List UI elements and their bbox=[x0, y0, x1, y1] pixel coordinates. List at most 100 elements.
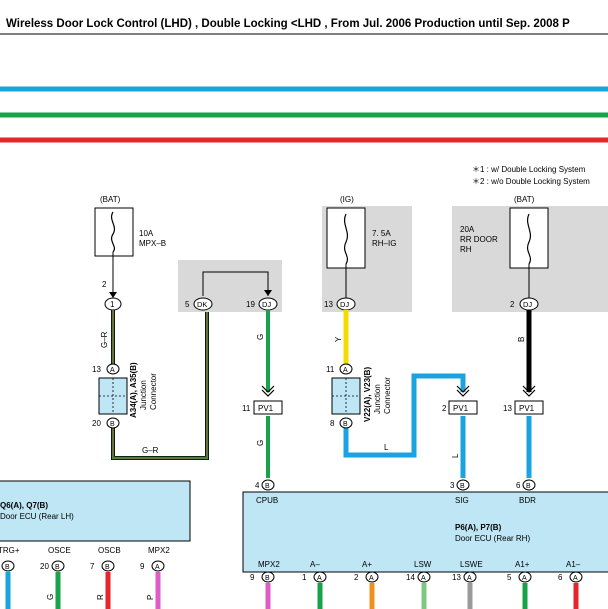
double-arrow-icon bbox=[456, 385, 470, 393]
ecu-rh-pin bbox=[569, 571, 583, 583]
wire-label-g2: G bbox=[256, 440, 265, 446]
pin-a34-bot-label: B bbox=[110, 421, 115, 428]
junction-a34-line2: Connector bbox=[149, 373, 158, 410]
ecu-rh-pin bbox=[365, 571, 379, 583]
pin-pv1c-num: 13 bbox=[503, 404, 512, 413]
ecu-lh-wire-label: G bbox=[46, 594, 55, 600]
ecu-rh-pin-label: A– bbox=[310, 560, 320, 569]
ecu-lh-pin-label: OSCE bbox=[48, 546, 71, 555]
ecu-lh-pin-letter: A bbox=[155, 564, 160, 571]
ecu-rh-pin bbox=[417, 571, 431, 583]
pin-sig bbox=[456, 479, 470, 491]
ecu-rh-id: P6(A), P7(B) bbox=[455, 523, 502, 532]
junction-v22-line2: Connector bbox=[383, 377, 392, 414]
fuse-source-1: (BAT) bbox=[100, 195, 121, 204]
pin-fuse1-out: 2 bbox=[102, 280, 107, 289]
pin-a34-top-label: A bbox=[110, 367, 115, 374]
note-no-double-locking: ＊2 : w/o Double Locking System bbox=[472, 177, 590, 186]
connector-dk-label: DK bbox=[197, 300, 207, 309]
wire-dk-dj bbox=[202, 271, 269, 296]
pv1-connector-a: 11 PV1 bbox=[242, 385, 283, 415]
ecu-rh-pin bbox=[518, 571, 532, 583]
junction-v22-id: V22(A), V23(B) bbox=[363, 367, 372, 422]
fuse-box-2 bbox=[326, 207, 366, 269]
arrow-icon bbox=[264, 290, 272, 296]
ecu-rh-pin-label: A1+ bbox=[515, 560, 530, 569]
fuse-name-3: RR DOOR bbox=[460, 235, 498, 244]
pin-dj3-num: 2 bbox=[510, 300, 515, 309]
pin-a34-top-num: 13 bbox=[92, 365, 101, 374]
ecu-rh-pin-num: 1 bbox=[302, 573, 307, 582]
pin-dj2-num: 13 bbox=[324, 300, 333, 309]
ecu-lh-pin bbox=[101, 560, 115, 572]
pin-cpub bbox=[261, 479, 275, 491]
ecu-rh-pin-label: A+ bbox=[362, 560, 372, 569]
junction-a34-line1: Junction bbox=[139, 380, 148, 410]
ecu-rh-pin-num: 9 bbox=[250, 573, 255, 582]
ecu-rh-pin-num: 14 bbox=[406, 573, 415, 582]
ecu-rh-pin-letter: A bbox=[369, 575, 374, 582]
ecu-rh-pin bbox=[261, 571, 275, 583]
ecu-lh-pin-label: OSCB bbox=[98, 546, 121, 555]
fuse-icon-2 bbox=[343, 213, 349, 265]
pin-bdr-label: B bbox=[526, 483, 531, 490]
connector-dk bbox=[193, 297, 213, 311]
note-double-locking: ＊1 : w/ Double Locking System bbox=[472, 165, 586, 174]
pin-cpub-num: 4 bbox=[255, 481, 260, 490]
fuse-name-3b: RH bbox=[460, 245, 472, 254]
pv1-box-b bbox=[448, 400, 478, 415]
double-arrow-icon bbox=[456, 389, 470, 397]
ecu-rh-pin-label: LSW bbox=[414, 560, 432, 569]
ecu-rh-pin-label: A1– bbox=[566, 560, 581, 569]
double-arrow-icon bbox=[261, 389, 275, 397]
fuse-icon-1 bbox=[110, 211, 116, 253]
fuse-rating-2: 7. 5A bbox=[372, 229, 391, 238]
connector-dj-1-label: DJ bbox=[262, 300, 271, 309]
ecu-rh-pin-num: 6 bbox=[558, 573, 563, 582]
ecu-lh-pin-label: TRG+ bbox=[0, 546, 20, 555]
wire-gr-bottom-stripe bbox=[112, 312, 208, 459]
pv1-connector-c: 13 PV1 bbox=[503, 385, 544, 415]
double-arrow-icon bbox=[261, 385, 275, 393]
wire-label-y: Y bbox=[334, 336, 343, 342]
wire-label-g1: G bbox=[256, 334, 265, 340]
fuse-source-2: (IG) bbox=[340, 195, 354, 204]
fuse-name-2: RH–IG bbox=[372, 239, 396, 248]
ecu-lh-pin-num: 7 bbox=[90, 562, 95, 571]
ecu-lh-pin-letter: B bbox=[55, 564, 60, 571]
junction-a34-id: A34(A), A35(B) bbox=[129, 362, 138, 418]
pin-v22-bot-num: 8 bbox=[330, 419, 335, 428]
wire-blue-l bbox=[343, 373, 466, 458]
ecu-rh-pin-letter: A bbox=[317, 575, 322, 582]
wire-label-l-horiz: L bbox=[384, 443, 389, 452]
double-arrow-icon bbox=[522, 385, 536, 393]
ecu-lh-pin-num: 20 bbox=[40, 562, 49, 571]
pin-bdr-num: 6 bbox=[516, 481, 521, 490]
pv1-box-a bbox=[253, 400, 283, 415]
pin-cpub-label: B bbox=[265, 483, 270, 490]
fuse-rating-3: 20A bbox=[460, 225, 475, 234]
wire-label-l-vert: L bbox=[451, 453, 460, 458]
pin-dj1-num: 19 bbox=[246, 300, 255, 309]
wire-label-gr-horiz: G–R bbox=[142, 446, 159, 455]
connector-dj-2-label: DJ bbox=[340, 300, 349, 309]
pin-a34-top bbox=[106, 363, 120, 375]
connector-c1-label: 1 bbox=[110, 300, 115, 309]
ecu-rh-pin-letter: B bbox=[265, 575, 270, 582]
pin-dk-num: 5 bbox=[185, 300, 190, 309]
double-arrow-icon bbox=[522, 389, 536, 397]
pin-a34-bot-num: 20 bbox=[92, 419, 101, 428]
ecu-rear-rh bbox=[242, 491, 608, 573]
ecu-rear-lh bbox=[0, 480, 191, 542]
connector-dj-3-label: DJ bbox=[523, 300, 532, 309]
pin-v22-bot bbox=[339, 417, 353, 429]
page-title: Wireless Door Lock Control (LHD) , Doubl… bbox=[6, 18, 570, 30]
pin-v22-top bbox=[339, 363, 353, 375]
fuse-name-1: MPX–B bbox=[139, 239, 166, 248]
pin-a34-bot bbox=[106, 417, 120, 429]
fuse-icon-3 bbox=[526, 213, 532, 265]
ecu-lh-wire-label: R bbox=[96, 594, 105, 600]
